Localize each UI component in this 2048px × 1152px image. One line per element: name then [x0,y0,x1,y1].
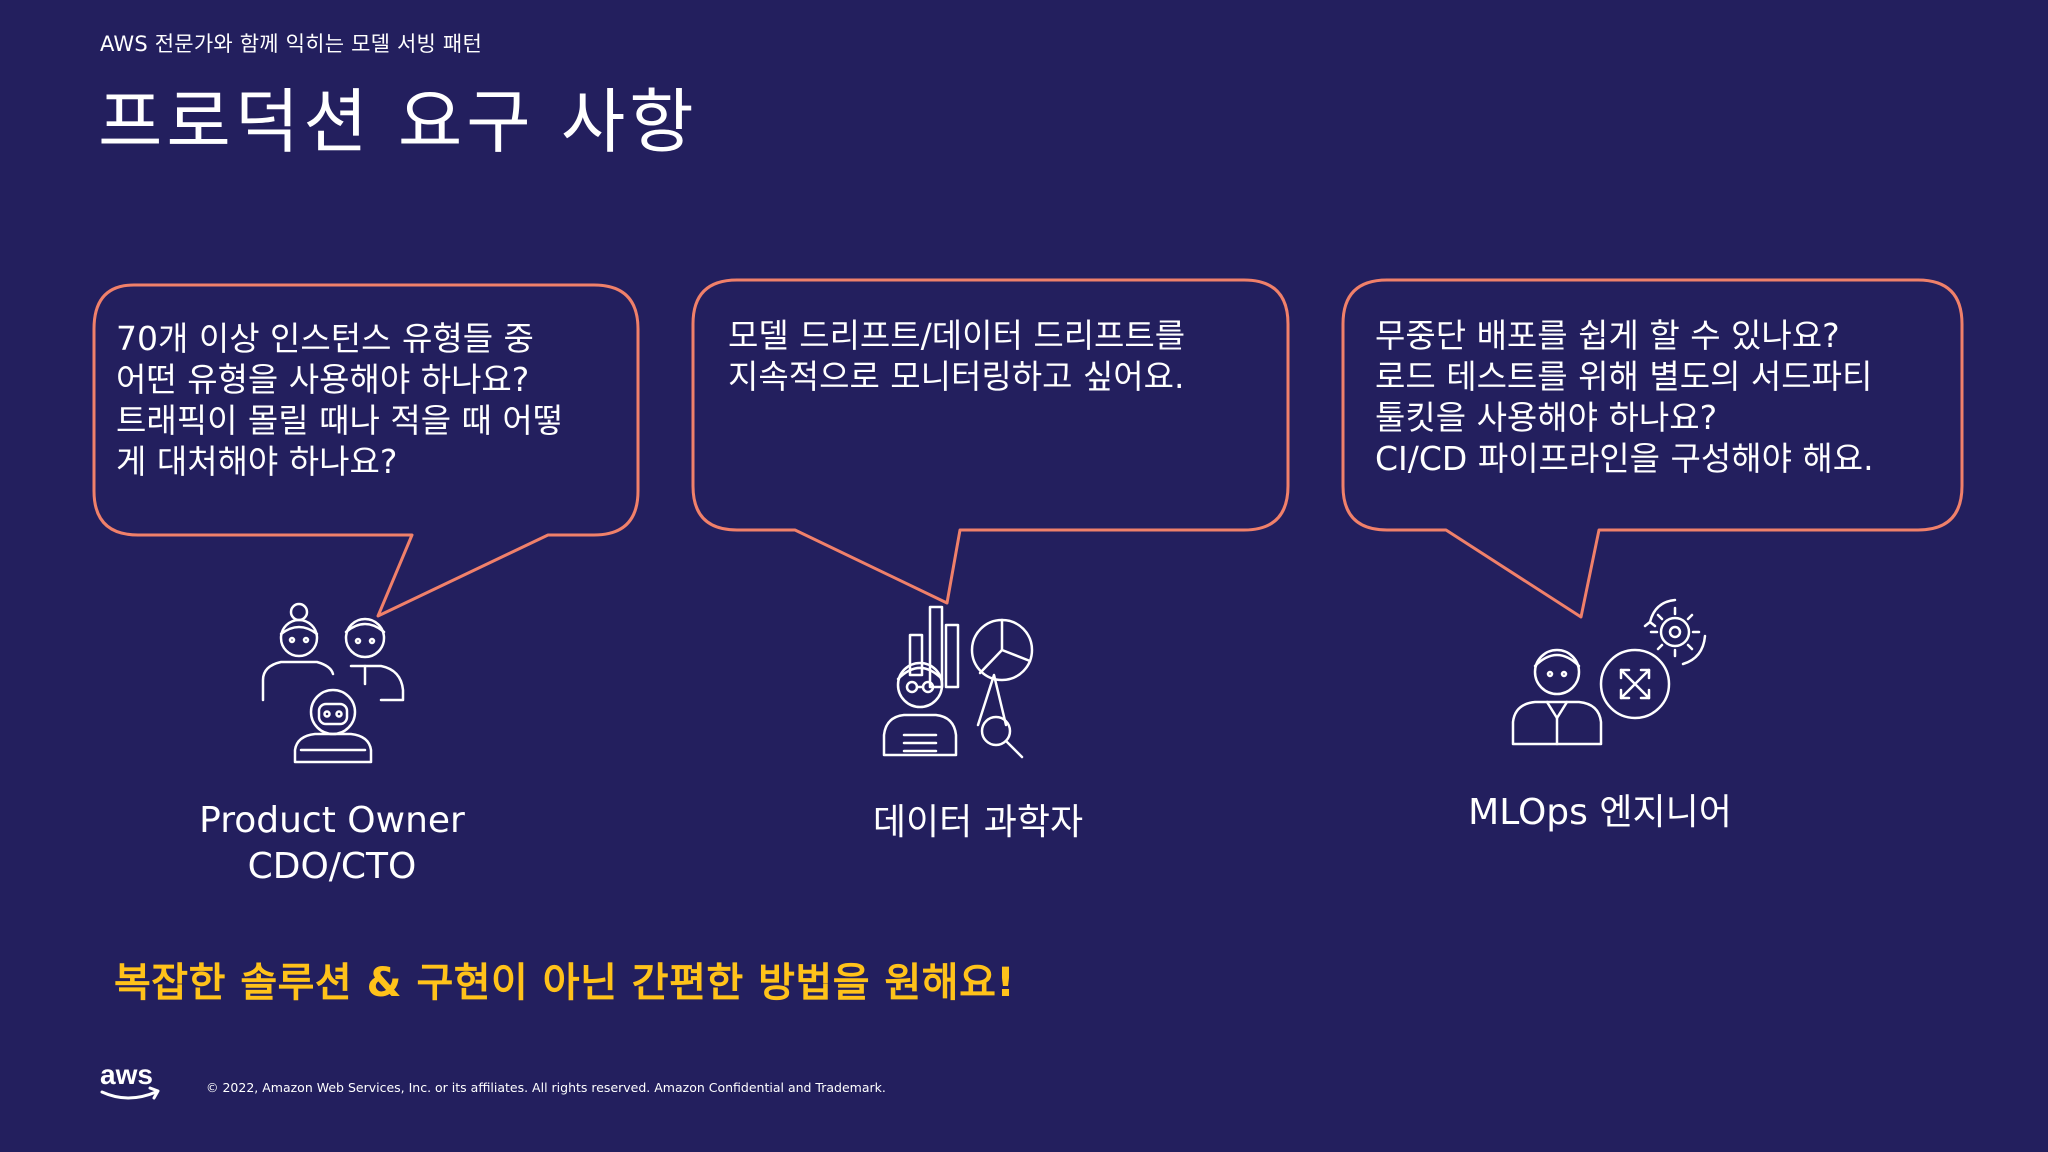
persona-label-mlops-engineer: MLOps 엔지니어 [1468,792,1732,833]
persona-label-product-owner: Product Owner CDO/CTO [199,800,465,887]
highlight-message: 복잡한 솔루션 & 구현이 아닌 간편한 방법을 원해요! [114,960,1016,1006]
copyright-notice: © 2022, Amazon Web Services, Inc. or its… [206,1080,886,1095]
aws-logo-text: aws [100,1059,153,1090]
aws-logo: aws [100,1059,160,1100]
team-people-icon [261,602,405,764]
mlops-engineer-icon [1511,598,1707,746]
page-title: 프로덕션 요구 사항 [98,81,698,163]
speech-bubble-1 [92,283,640,618]
speech-bubble-3 [1341,278,1964,619]
header-subtitle: AWS 전문가와 함께 익히는 모델 서빙 패턴 [100,32,482,56]
bubble-text-data-scientist: 모델 드리프트/데이터 드리프트를 지속적으로 모니터링하고 싶어요. [728,316,1186,396]
data-scientist-icon [882,605,1034,759]
bubble-text-mlops-engineer: 무중단 배포를 쉽게 할 수 있나요? 로드 테스트를 위해 별도의 서드파티 … [1375,316,1874,478]
bubble-text-product-owner: 70개 이상 인스턴스 유형들 중 어떤 유형을 사용해야 하나요? 트래픽이 … [116,319,564,481]
speech-bubble-2 [691,278,1290,605]
persona-label-data-scientist: 데이터 과학자 [872,802,1084,843]
